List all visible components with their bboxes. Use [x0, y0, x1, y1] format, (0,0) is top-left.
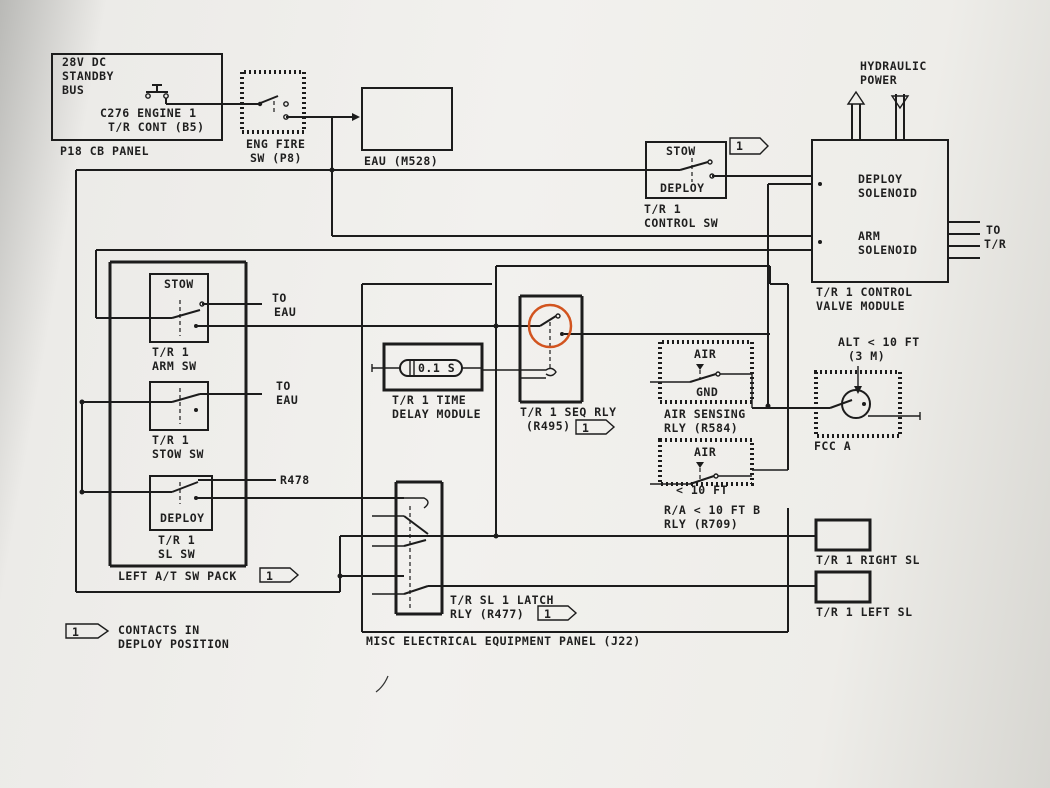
- sl-latch-note: 1: [544, 607, 551, 621]
- right-sl-box: [814, 518, 872, 552]
- note-flag-icon: [575, 419, 616, 435]
- pencil-mark: [375, 675, 389, 693]
- hyd-label-2: POWER: [860, 73, 897, 87]
- to-eau-2b: EAU: [276, 393, 298, 407]
- arm-sol-2: SOLENOID: [858, 243, 917, 257]
- stow-sw-label-1: T/R 1: [152, 433, 189, 447]
- control-sw-label-1: T/R 1: [644, 202, 681, 216]
- seq-rly-label-1: T/R 1 SEQ RLY: [520, 405, 617, 419]
- sl-latch-relay: [372, 480, 444, 616]
- gnd-label: GND: [696, 385, 718, 399]
- eng-fire-label-1: ENG FIRE: [246, 137, 305, 151]
- alt-label-2: (3 M): [848, 349, 885, 363]
- ra-rly-label-2: RLY (R709): [664, 517, 738, 531]
- time-delay-box: [382, 342, 484, 392]
- air-label-1: AIR: [694, 347, 716, 361]
- time-delay-label-2: DELAY MODULE: [392, 407, 481, 421]
- highlight-circle: [527, 303, 573, 349]
- right-sl-label: T/R 1 RIGHT SL: [816, 553, 920, 567]
- sl-latch-label-2: RLY (R477): [450, 607, 524, 621]
- ra-rly-label-1: R/A < 10 FT B: [664, 503, 761, 517]
- time-delay-label-1: T/R 1 TIME: [392, 393, 466, 407]
- hydraulic-arrows-icon: [846, 90, 910, 140]
- seq-rly-label-2: (R495): [526, 419, 571, 433]
- time-delay-icon: [371, 359, 482, 377]
- fcc-label: FCC A: [814, 439, 851, 453]
- seq-rly-note: 1: [582, 421, 589, 435]
- eau-label: EAU (M528): [364, 154, 438, 168]
- misc-panel-label: MISC ELECTRICAL EQUIPMENT PANEL (J22): [366, 634, 641, 648]
- eng-fire-switch: [240, 70, 360, 134]
- to-tr-2: T/R: [984, 237, 1006, 251]
- arm-sw-stow: STOW: [164, 277, 194, 291]
- sl-sw-box: [149, 475, 213, 531]
- sl-sw-deploy: DEPLOY: [160, 511, 205, 525]
- to-eau-1a: TO: [272, 291, 287, 305]
- r478-label: R478: [280, 473, 310, 487]
- arm-sw-label-2: ARM SW: [152, 359, 197, 373]
- arm-sol-1: ARM: [858, 229, 880, 243]
- sl-latch-label-1: T/R SL 1 LATCH: [450, 593, 554, 607]
- time-value: 0.1 S: [418, 361, 455, 375]
- legend-text-2: DEPLOY POSITION: [118, 637, 229, 651]
- note-flag-icon: [65, 623, 110, 639]
- alt-label-1: ALT < 10 FT: [838, 335, 920, 349]
- ra-relay: [650, 438, 754, 486]
- left-sl-label: T/R 1 LEFT SL: [816, 605, 913, 619]
- valve-label-2: VALVE MODULE: [816, 299, 905, 313]
- sw-pack-note: 1: [266, 569, 273, 583]
- breaker-label-1: C276 ENGINE 1: [100, 106, 197, 120]
- sw-pack-label: LEFT A/T SW PACK: [118, 569, 237, 583]
- bus-label-1: 28V DC: [62, 55, 107, 69]
- fcc-switch: [814, 366, 921, 438]
- control-sw-note: 1: [736, 139, 743, 153]
- deploy-sol-1: DEPLOY: [858, 172, 903, 186]
- control-sw-box: [645, 141, 727, 199]
- to-eau-1b: EAU: [274, 305, 296, 319]
- stow-sw-label-2: STOW SW: [152, 447, 204, 461]
- to-eau-2a: TO: [276, 379, 291, 393]
- lt10-label: < 10 FT: [676, 483, 728, 497]
- eau-box: [361, 87, 453, 151]
- note-flag-icon: [259, 567, 300, 583]
- left-sl-box: [814, 570, 872, 604]
- sl-sw-label-2: SL SW: [158, 547, 195, 561]
- note-flag-icon: [537, 605, 578, 621]
- bus-label-3: BUS: [62, 83, 84, 97]
- to-tr-1: TO: [986, 223, 1001, 237]
- air-sensing-label-2: RLY (R584): [664, 421, 738, 435]
- air-sensing-label-1: AIR SENSING: [664, 407, 746, 421]
- control-valve-box: [811, 139, 949, 283]
- control-sw-label-2: CONTROL SW: [644, 216, 718, 230]
- cb-panel-label: P18 CB PANEL: [60, 144, 149, 158]
- control-sw-deploy: DEPLOY: [660, 181, 705, 195]
- bus-label-2: STANDBY: [62, 69, 114, 83]
- legend-marker: 1: [72, 625, 79, 639]
- deploy-sol-2: SOLENOID: [858, 186, 917, 200]
- arm-sw-box: [149, 273, 209, 343]
- breaker-label-2: T/R CONT (B5): [108, 120, 205, 134]
- cb-panel-box: [51, 53, 223, 141]
- air-label-2: AIR: [694, 445, 716, 459]
- note-flag-icon: [729, 137, 769, 155]
- arm-sw-label-1: T/R 1: [152, 345, 189, 359]
- hyd-label-1: HYDRAULIC: [860, 59, 927, 73]
- eng-fire-label-2: SW (P8): [250, 151, 302, 165]
- valve-label-1: T/R 1 CONTROL: [816, 285, 913, 299]
- legend-text-1: CONTACTS IN: [118, 623, 200, 637]
- control-sw-stow: STOW: [666, 144, 696, 158]
- stow-sw-box: [149, 381, 209, 431]
- sl-sw-label-1: T/R 1: [158, 533, 195, 547]
